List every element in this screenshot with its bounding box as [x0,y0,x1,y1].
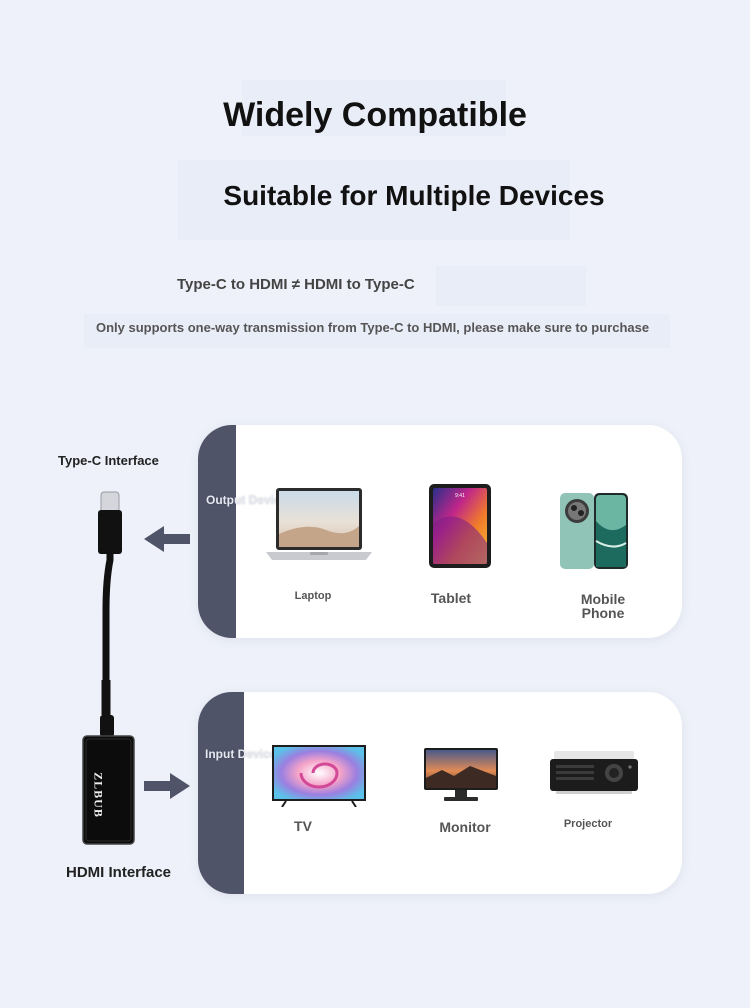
subheadline: Suitable for Multiple Devices [223,180,605,211]
hdmi-interface-label: HDMI Interface [66,864,172,881]
device-label-laptop: Laptop [294,590,332,602]
input-panel-bar [198,692,244,894]
output-device-title: Output Device [206,493,288,507]
brand-logo: ZLBUB [91,772,106,818]
device-label-tablet: Tablet [430,590,472,606]
one-way-note: Only supports one-way transmission from … [96,320,650,335]
laptop-icon [266,488,372,560]
typec-connector-head [98,510,122,554]
device-label-mobile-phone: Mobile Phone [580,591,626,621]
header-ghost-band [242,80,506,136]
input-device-title: Input Device [205,747,277,761]
device-label-tv: TV [294,818,312,834]
device-label-monitor: Monitor [439,819,491,835]
adapter-cable-illustration [82,491,135,845]
note2-ghost-band [84,314,670,348]
note-ghost-band [436,266,586,306]
svg-text:9:41: 9:41 [455,493,465,499]
typec-interface-label: Type-C Interface [58,453,159,468]
device-label-projector: Projector [563,818,613,830]
mobile-phone-icon [560,493,628,569]
headline: Widely Compatible [223,96,527,134]
arrow-right-icon [144,773,190,799]
hdmi-adapter-body [82,735,135,845]
subheader-ghost-band [178,160,570,240]
direction-note: Type-C to HDMI ≠ HDMI to Type-C [177,276,415,293]
monitor-icon [424,748,498,801]
tv-icon [272,745,366,807]
output-panel-bar [198,425,236,638]
projector-icon [550,751,638,794]
arrow-left-icon [144,526,190,552]
tablet-icon: 9:41 [429,484,491,568]
